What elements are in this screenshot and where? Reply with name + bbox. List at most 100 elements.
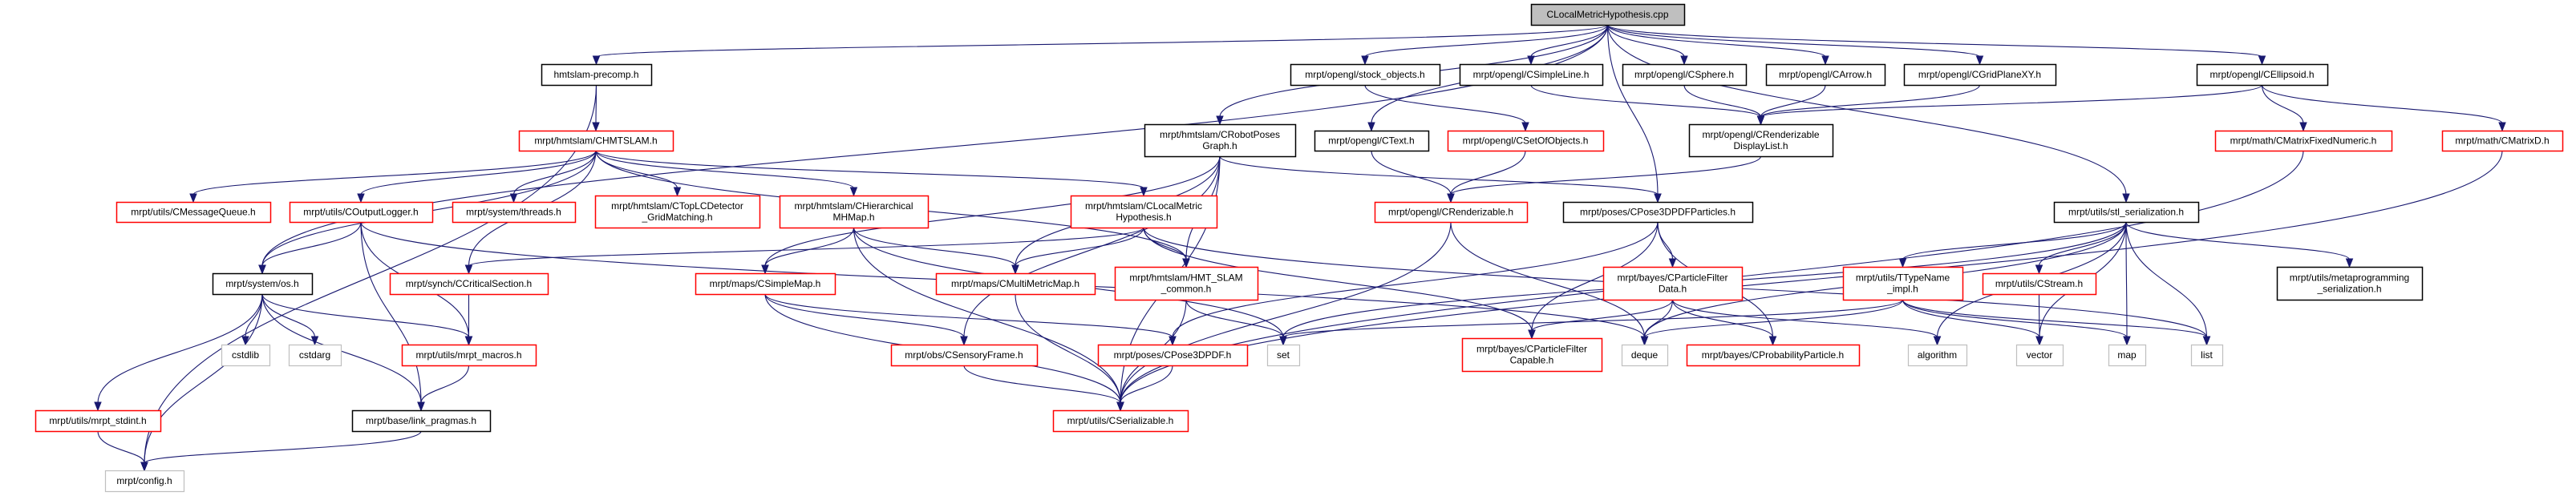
node-probparticle[interactable]: mrpt/bayes/CProbabilityParticle.h xyxy=(1686,344,1861,367)
node-arrow[interactable]: mrpt/opengl/CArrow.h xyxy=(1765,63,1886,87)
node-lmh[interactable]: mrpt/hmtslam/CLocalMetricHypothesis.h xyxy=(1070,195,1218,229)
node-box[interactable] xyxy=(401,344,537,367)
node-box[interactable] xyxy=(212,272,314,296)
node-stlser[interactable]: mrpt/utils/stl_serialization.h xyxy=(2053,201,2200,224)
node-box[interactable] xyxy=(1314,130,1430,152)
node-box[interactable] xyxy=(1266,344,1301,367)
node-box[interactable] xyxy=(2053,201,2200,224)
node-sphere[interactable]: mrpt/opengl/CSphere.h xyxy=(1622,63,1748,87)
node-hmtcommon[interactable]: mrpt/hmtslam/HMT_SLAM_common.h xyxy=(1114,266,1259,301)
node-outlogger[interactable]: mrpt/utils/COutputLogger.h xyxy=(289,201,434,224)
node-box[interactable] xyxy=(779,195,930,229)
node-vector[interactable]: vector xyxy=(2015,344,2064,367)
node-serializable[interactable]: mrpt/utils/CSerializable.h xyxy=(1052,409,1189,433)
node-box[interactable] xyxy=(2108,344,2147,367)
node-macros[interactable]: mrpt/utils/mrpt_macros.h xyxy=(401,344,537,367)
node-stdint[interactable]: mrpt/utils/mrpt_stdint.h xyxy=(34,409,162,433)
node-box[interactable] xyxy=(2276,266,2424,301)
node-box[interactable] xyxy=(1374,201,1529,224)
node-box[interactable] xyxy=(1114,266,1259,301)
node-box[interactable] xyxy=(518,130,674,152)
node-box[interactable] xyxy=(1765,63,1886,87)
node-msgqueue[interactable]: mrpt/utils/CMessageQueue.h xyxy=(115,201,272,224)
node-ellipsoid[interactable]: mrpt/opengl/CEllipsoid.h xyxy=(2196,63,2329,87)
node-matd[interactable]: mrpt/math/CMatrixD.h xyxy=(2441,130,2564,152)
node-box[interactable] xyxy=(221,344,271,367)
node-renderizable[interactable]: mrpt/opengl/CRenderizable.h xyxy=(1374,201,1529,224)
node-box[interactable] xyxy=(1097,344,1249,367)
node-osh[interactable]: mrpt/system/os.h xyxy=(212,272,314,296)
node-pose3dpdf[interactable]: mrpt/poses/CPose3DPDF.h xyxy=(1097,344,1249,367)
node-box[interactable] xyxy=(2441,130,2564,152)
node-simplemap[interactable]: mrpt/maps/CSimpleMap.h xyxy=(695,272,836,296)
node-box[interactable] xyxy=(2015,344,2064,367)
node-multimetric[interactable]: mrpt/maps/CMultiMetricMap.h xyxy=(935,272,1096,296)
node-ctext[interactable]: mrpt/opengl/CText.h xyxy=(1314,130,1430,152)
node-map[interactable]: map xyxy=(2108,344,2147,367)
node-box[interactable] xyxy=(1688,123,1834,158)
node-box[interactable] xyxy=(935,272,1096,296)
node-box[interactable] xyxy=(34,409,162,433)
node-set[interactable]: set xyxy=(1266,344,1301,367)
node-critsec[interactable]: mrpt/synch/CCriticalSection.h xyxy=(389,272,549,296)
node-cstdarg[interactable]: cstdarg xyxy=(288,344,342,367)
node-pdfparticles[interactable]: mrpt/poses/CPose3DPDFParticles.h xyxy=(1562,201,1754,224)
node-box[interactable] xyxy=(1982,272,2097,296)
node-setofobjects[interactable]: mrpt/opengl/CSetOfObjects.h xyxy=(1447,130,1605,152)
node-linkpragmas[interactable]: mrpt/base/link_pragmas.h xyxy=(351,409,492,433)
node-list[interactable]: list xyxy=(2190,344,2224,367)
node-box[interactable] xyxy=(1461,337,1603,373)
node-box[interactable] xyxy=(2196,63,2329,87)
node-sensoryframe[interactable]: mrpt/obs/CSensoryFrame.h xyxy=(890,344,1039,367)
node-stock[interactable]: mrpt/opengl/stock_objects.h xyxy=(1290,63,1441,87)
node-box[interactable] xyxy=(695,272,836,296)
node-box[interactable] xyxy=(1621,344,1669,367)
node-box[interactable] xyxy=(541,63,653,87)
node-precomp[interactable]: hmtslam-precomp.h xyxy=(541,63,653,87)
node-box[interactable] xyxy=(1052,409,1189,433)
node-cstream[interactable]: mrpt/utils/CStream.h xyxy=(1982,272,2097,296)
node-threads[interactable]: mrpt/system/threads.h xyxy=(452,201,577,224)
node-root[interactable]: CLocalMetricHypothesis.cpp xyxy=(1530,3,1686,26)
node-chmtslam[interactable]: mrpt/hmtslam/CHMTSLAM.h xyxy=(518,130,674,152)
node-cstdlib[interactable]: cstdlib xyxy=(221,344,271,367)
node-box[interactable] xyxy=(1907,344,1968,367)
node-box[interactable] xyxy=(1602,266,1744,301)
node-box[interactable] xyxy=(1459,63,1604,87)
node-box[interactable] xyxy=(452,201,577,224)
node-box[interactable] xyxy=(2190,344,2224,367)
node-box[interactable] xyxy=(1562,201,1754,224)
node-matfixed[interactable]: mrpt/math/CMatrixFixedNumeric.h xyxy=(2214,130,2393,152)
node-box[interactable] xyxy=(1842,266,1964,301)
node-toplc[interactable]: mrpt/hmtslam/CTopLCDetector_GridMatching… xyxy=(594,195,761,229)
node-ttypename[interactable]: mrpt/utils/TTypeName_impl.h xyxy=(1842,266,1964,301)
node-box[interactable] xyxy=(1622,63,1748,87)
node-box[interactable] xyxy=(289,201,434,224)
node-box[interactable] xyxy=(1686,344,1861,367)
node-config[interactable]: mrpt/config.h xyxy=(104,470,185,493)
node-box[interactable] xyxy=(104,470,185,493)
node-algorithm[interactable]: algorithm xyxy=(1907,344,1968,367)
node-box[interactable] xyxy=(1530,3,1686,26)
node-box[interactable] xyxy=(1290,63,1441,87)
node-box[interactable] xyxy=(1903,63,2057,87)
node-box[interactable] xyxy=(2214,130,2393,152)
node-box[interactable] xyxy=(1447,130,1605,152)
node-metaprog[interactable]: mrpt/utils/metaprogramming_serialization… xyxy=(2276,266,2424,301)
node-box[interactable] xyxy=(288,344,342,367)
node-box[interactable] xyxy=(389,272,549,296)
node-deque[interactable]: deque xyxy=(1621,344,1669,367)
node-box[interactable] xyxy=(115,201,272,224)
node-box[interactable] xyxy=(1070,195,1218,229)
node-box[interactable] xyxy=(890,344,1039,367)
node-box[interactable] xyxy=(594,195,761,229)
node-simpleline[interactable]: mrpt/opengl/CSimpleLine.h xyxy=(1459,63,1604,87)
node-box[interactable] xyxy=(351,409,492,433)
node-gridplane[interactable]: mrpt/opengl/CGridPlaneXY.h xyxy=(1903,63,2057,87)
node-box[interactable] xyxy=(1144,123,1297,158)
